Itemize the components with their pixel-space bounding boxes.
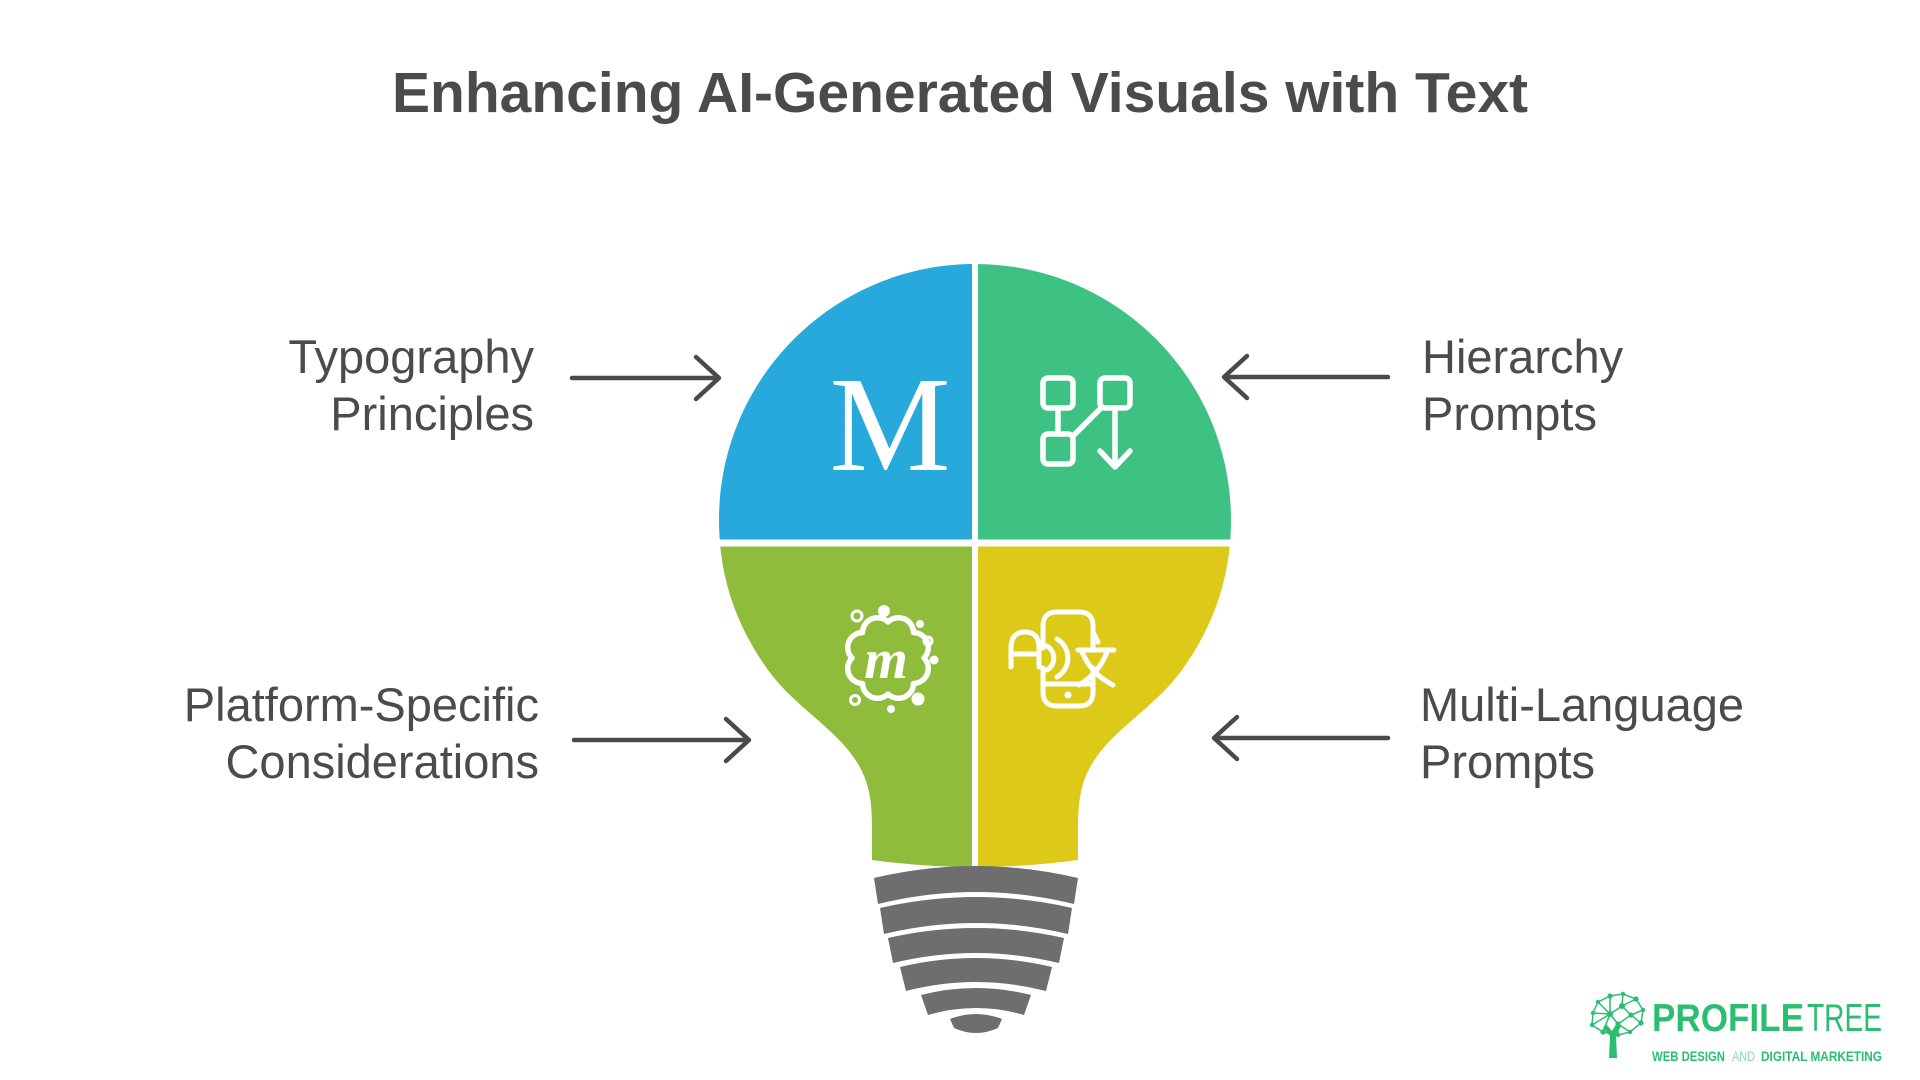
platform-label-line1: Platform-Specific [183, 678, 539, 731]
sound-wave-inner [1044, 643, 1057, 673]
connector-arrows [569, 353, 1391, 764]
screw-band [880, 897, 1072, 934]
latin-a-glyph [1008, 629, 1042, 670]
blob-outline [845, 615, 931, 701]
blob-dots-hollow [849, 609, 934, 706]
screw-band [921, 988, 1031, 1015]
arrow-head [693, 354, 722, 402]
arrow-head [1211, 714, 1240, 762]
network-tree-icon [1589, 991, 1646, 1058]
serif-letter-m-icon: M [830, 350, 951, 500]
multilang-label: Multi-Language Prompts [1420, 676, 1870, 790]
segment-hierarchy [978, 264, 1231, 540]
flowchart-arrow-head [1097, 448, 1133, 470]
platform-label-line2: Considerations [225, 735, 539, 788]
bulb-glass [719, 264, 1231, 867]
flowchart-link [1070, 406, 1103, 439]
logo-tagline-and: AND [1732, 1049, 1755, 1064]
serif-m-glyph: M [830, 350, 951, 500]
page-title: Enhancing AI-Generated Visuals with Text [391, 61, 1529, 125]
hierarchy-arrow [1221, 353, 1391, 401]
blob-dot [887, 705, 895, 713]
blob-dot [916, 620, 924, 628]
meetup-m-glyph: m [864, 629, 908, 691]
typography-arrow [569, 354, 722, 402]
screw-band [900, 958, 1052, 991]
sound-wave-outer [1054, 636, 1071, 680]
profiletree-logo: PROFILE TREE WEB DESIGN AND DIGITAL MARK… [1589, 991, 1882, 1064]
phone-translate-icon [1008, 609, 1117, 709]
blob-dot [911, 692, 925, 706]
meetup-blob-m-icon: m [845, 605, 939, 713]
screw-band [874, 866, 1078, 904]
hierarchy-label: Hierarchy Prompts [1422, 328, 1852, 442]
blob-dot [849, 694, 861, 706]
phone-top [1040, 609, 1096, 651]
arrow-head [1221, 353, 1250, 401]
tree-trunk [1603, 1023, 1621, 1058]
arrow-head [723, 716, 752, 764]
logo-tagline-marketing: DIGITAL MARKETING [1761, 1049, 1882, 1064]
blob-dot [878, 605, 890, 617]
screw-base-tip [950, 1014, 1002, 1033]
blob-dots [878, 605, 939, 713]
typography-label: Typography Principles [214, 328, 534, 442]
multilang-label-line1: Multi-Language [1420, 678, 1744, 731]
logo-brand-light: TREE [1807, 997, 1882, 1040]
hierarchy-label-line1: Hierarchy [1422, 330, 1624, 383]
hierarchy-label-line2: Prompts [1422, 387, 1597, 440]
logo-brand-bold: PROFILE [1652, 997, 1804, 1040]
wen-dot-stroke [1091, 631, 1101, 645]
blob-dot [922, 635, 934, 647]
wen-right-stroke [1079, 649, 1116, 688]
multilang-arrow [1211, 714, 1391, 762]
screw-band [888, 928, 1064, 963]
blob-dot [929, 655, 939, 665]
platform-label: Platform-Specific Considerations [139, 676, 539, 790]
phone-home-dot [1064, 691, 1072, 699]
logo-tagline-web: WEB DESIGN [1652, 1049, 1725, 1064]
typography-label-line1: Typography [288, 330, 534, 383]
flowchart-arrow-icon [1040, 375, 1133, 470]
typography-label-line2: Principles [330, 387, 534, 440]
cjk-wen-glyph [1075, 631, 1117, 688]
bulb-screw-base [874, 866, 1078, 1033]
blob-dot [850, 609, 864, 623]
phone-bottom [1040, 665, 1096, 709]
platform-arrow [571, 716, 752, 764]
multilang-label-line2: Prompts [1420, 735, 1595, 788]
